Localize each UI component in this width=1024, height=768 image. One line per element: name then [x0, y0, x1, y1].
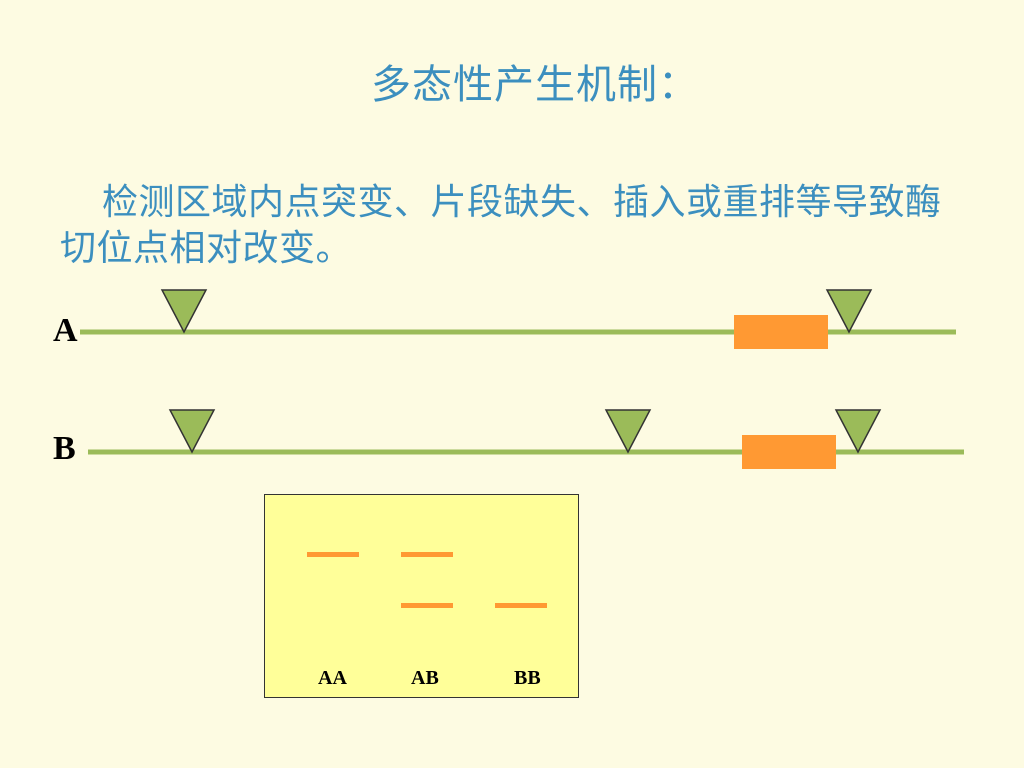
gel-band-bb-lower — [495, 603, 547, 608]
gel-lane-label-aa: AA — [318, 667, 347, 689]
restriction-site-marker-b2 — [604, 409, 652, 454]
gel-band-ab-lower — [401, 603, 453, 608]
restriction-site-marker-a2 — [825, 289, 873, 334]
restriction-site-marker-b3 — [834, 409, 882, 454]
gel-panel: AA AB BB — [264, 494, 579, 698]
slide-body-text: 检测区域内点突变、片段缺失、插入或重排等导致酶切位点相对改变。 — [60, 182, 942, 269]
restriction-site-marker-b1 — [168, 409, 216, 454]
allele-label-a: A — [53, 312, 78, 349]
restriction-site-marker-a1 — [160, 289, 208, 334]
gel-band-aa-upper — [307, 552, 359, 557]
insert-block-b — [742, 435, 836, 469]
insert-block-a — [734, 315, 828, 349]
gel-lane-label-ab: AB — [411, 667, 439, 689]
slide-title: 多态性产生机制： — [371, 62, 699, 108]
allele-label-b: B — [53, 430, 76, 467]
gel-band-ab-upper — [401, 552, 453, 557]
gel-lane-label-bb: BB — [514, 667, 541, 689]
